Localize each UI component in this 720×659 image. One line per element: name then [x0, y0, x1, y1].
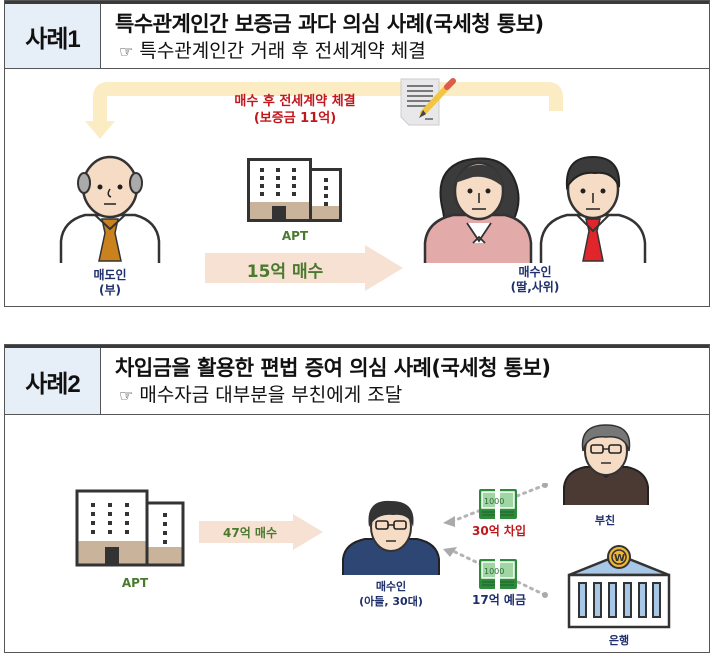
- case2-diagram: APT 47억 매수 매수인 (아들, 30대): [5, 415, 709, 652]
- case2-box: 사례2 차입금을 활용한 편법 증여 의심 사례(국세청 통보) ☞ 매수자금 대…: [4, 344, 710, 653]
- contract-document-icon: [400, 78, 456, 126]
- loan-label: 30억 차입: [472, 524, 526, 538]
- return-arrow-icon: [85, 82, 563, 139]
- contract-label: 매수 후 전세계약 체결: [234, 94, 356, 109]
- seller-relation: (부): [98, 283, 121, 297]
- deposit-label: 17억 예금: [472, 593, 526, 607]
- pointing-hand-icon: ☞: [119, 42, 134, 61]
- case2-titles: 차입금을 활용한 편법 증여 의심 사례(국세청 통보) ☞ 매수자금 대부분을 …: [101, 348, 709, 414]
- apartment-building-icon: [247, 158, 342, 222]
- case1-box: 사례1 특수관계인간 보증금 과다 의심 사례(국세청 통보) ☞특수관계인간 …: [4, 0, 710, 307]
- building-label: APT: [281, 229, 309, 243]
- banknote-text: 1000: [484, 497, 504, 506]
- purchase-arrow-icon: [199, 514, 323, 550]
- purchase-arrow-label: 15억 매수: [246, 262, 324, 282]
- apartment-building-icon: [75, 489, 185, 567]
- banknote-stack-icon: 1000: [479, 489, 517, 519]
- deposit-amount-label: (보증금 11억): [253, 111, 337, 126]
- pointing-hand-icon: ☞: [119, 386, 134, 405]
- case1-subtitle-row: ☞ 특수관계인간 거래 후 전세계약 체결: [115, 38, 709, 65]
- buyer-label: 매수인 (아들, 30대): [341, 579, 441, 609]
- case2-subtitle-row: ☞ 매수자금 대부분을 부친에게 조달: [115, 382, 709, 409]
- case2-title: 차입금을 활용한 편법 증여 의심 사례(국세청 통보): [115, 356, 551, 380]
- purchase-arrow-icon: [205, 245, 403, 291]
- top-arrow-label: 매수 후 전세계약 체결 (보증금 11억): [185, 93, 405, 127]
- buyer-son-in-law-figure: [539, 155, 647, 263]
- buyer-relation: (아들, 30대): [359, 595, 423, 608]
- seller-father-figure: [59, 155, 161, 263]
- buyer-daughter-figure: [423, 157, 533, 263]
- case2-label: 사례2: [5, 348, 101, 414]
- banknote-stack-icon: 1000: [479, 559, 517, 589]
- father-figure: [563, 424, 649, 505]
- case1-title: 특수관계인간 보증금 과다 의심 사례(국세청 통보): [115, 12, 544, 36]
- case1-diagram: 매수 후 전세계약 체결 (보증금 11억) 매도인 (부): [5, 69, 709, 306]
- buyer-role: 매수인: [375, 580, 407, 593]
- father-label: 부친: [594, 514, 616, 527]
- buyer-label: 매수인 (딸,사위): [485, 265, 585, 295]
- banknote-text: 1000: [484, 567, 504, 576]
- purchase-arrow-label: 47억 매수: [223, 526, 277, 540]
- case1-header: 사례1 특수관계인간 보증금 과다 의심 사례(국세청 통보) ☞특수관계인간 …: [5, 1, 709, 69]
- case2-subtitle: 매수자금 대부분을 부친에게 조달: [139, 384, 403, 406]
- buyer-son-figure: [342, 500, 440, 575]
- building-label: APT: [121, 576, 149, 590]
- bank-label: 은행: [608, 634, 630, 647]
- buyer-relation: (딸,사위): [510, 280, 560, 294]
- buyer-role: 매수인: [518, 265, 552, 279]
- bank-building-icon: W: [567, 545, 671, 629]
- case1-subtitle: 특수관계인간 거래 후 전세계약 체결: [139, 40, 426, 62]
- case1-titles: 특수관계인간 보증금 과다 의심 사례(국세청 통보) ☞ 특수관계인간 거래 후…: [101, 4, 709, 68]
- case1-label: 사례1: [5, 4, 101, 68]
- case2-header: 사례2 차입금을 활용한 편법 증여 의심 사례(국세청 통보) ☞ 매수자금 대…: [5, 345, 709, 415]
- svg-text:W: W: [614, 553, 625, 564]
- seller-label: 매도인 (부): [60, 268, 160, 298]
- seller-role: 매도인: [93, 268, 127, 282]
